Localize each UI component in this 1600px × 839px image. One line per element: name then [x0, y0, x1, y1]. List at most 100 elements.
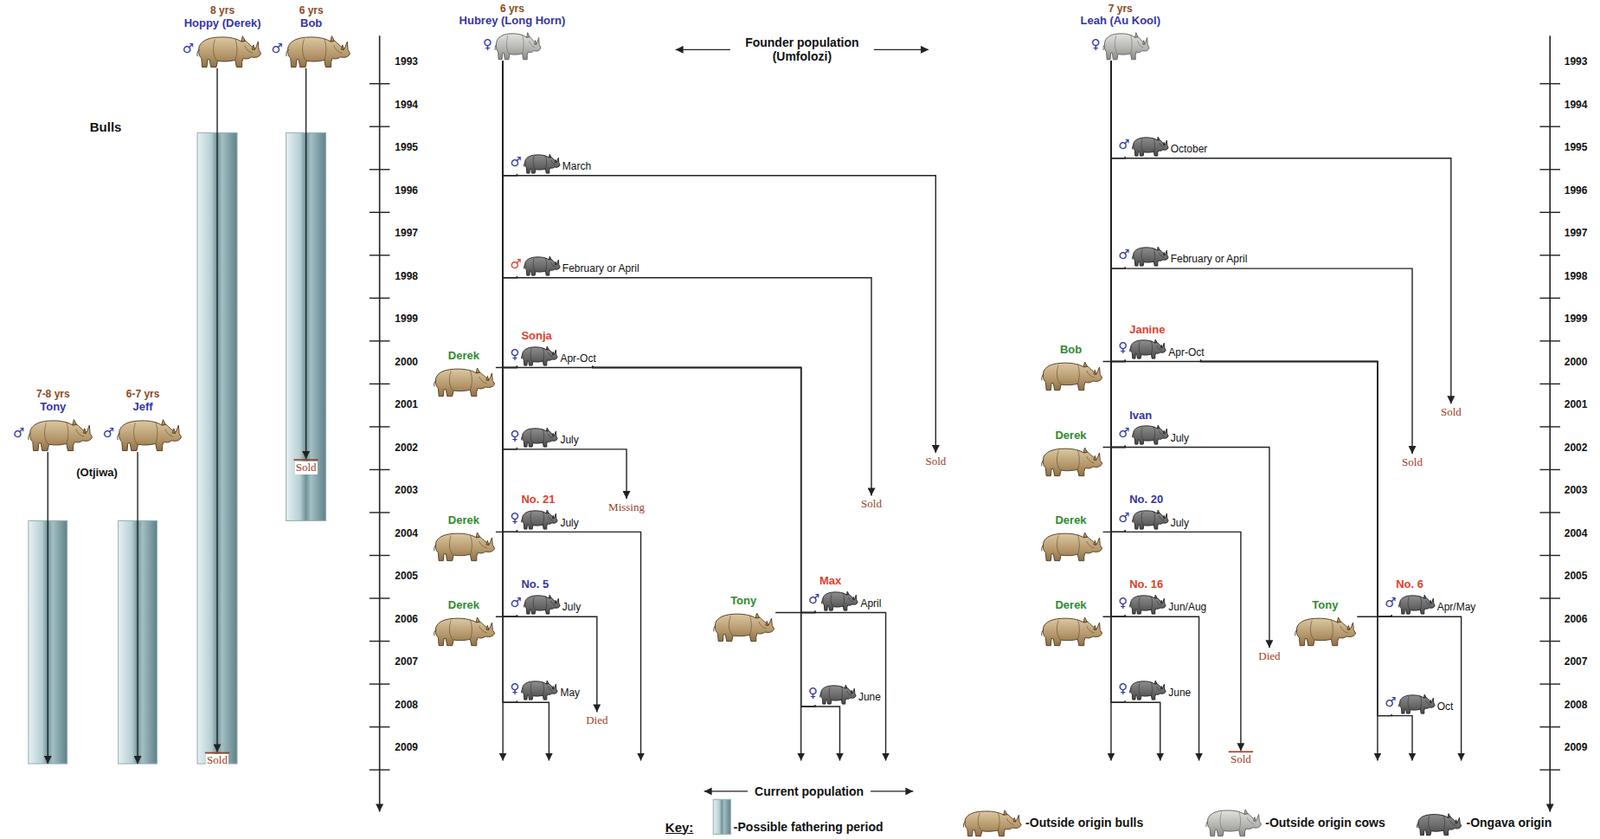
- rhino-picture: [431, 611, 496, 647]
- birth-month: April: [860, 597, 881, 611]
- axis-tick: [1539, 297, 1561, 299]
- calf-lifeline: [801, 612, 887, 761]
- calf-lifeline: [1377, 715, 1413, 761]
- sire-rhino: Derek: [1039, 598, 1104, 647]
- parent-link: [502, 60, 517, 450]
- calf-lifeline: [801, 706, 841, 760]
- parent-link: [1111, 60, 1125, 532]
- rhino-shape: [521, 427, 559, 447]
- rhino-name: Derek: [448, 514, 480, 527]
- rhino-name: Hubrey (Long Horn): [459, 14, 566, 28]
- sex-symbol: ♂: [1118, 511, 1130, 525]
- rhino-name: Tony: [730, 594, 757, 608]
- rhino-picture: [1101, 27, 1151, 61]
- birth-month: July: [1170, 517, 1189, 530]
- sire-rhino: Derek: [431, 598, 496, 647]
- rhino-name: Hoppy (Derek): [184, 17, 262, 31]
- rhino-name: Janine: [1129, 323, 1165, 337]
- birth-month: July: [562, 601, 581, 614]
- range-arrow: [873, 49, 929, 51]
- rhino-name: Ivan: [1129, 409, 1152, 423]
- parent-link: [1356, 614, 1392, 617]
- birth-month: May: [559, 687, 580, 700]
- time-axis: [379, 35, 381, 811]
- rhino-name: Sonja: [520, 329, 552, 343]
- calf-rhino: ♂ February or April: [509, 252, 639, 277]
- icon-row: [1039, 611, 1104, 647]
- icon-row: ♂April: [808, 587, 881, 611]
- calf-lifeline: [1111, 531, 1241, 751]
- rhino-picture: [520, 342, 559, 367]
- rhino-picture: [1128, 335, 1167, 360]
- icon-row: ♀Apr-Oct: [1118, 335, 1204, 360]
- icon-row: [1292, 611, 1357, 647]
- axis-tick: [369, 126, 391, 128]
- year-label: 2001: [1564, 398, 1588, 412]
- rhino-name: Leah (Au Kool): [1080, 14, 1161, 28]
- icon-row: ♂February or April: [1118, 243, 1247, 267]
- birth-month: February or April: [562, 263, 640, 276]
- year-label: 2000: [394, 356, 418, 369]
- axis-tick: [369, 254, 391, 256]
- rhino-shape: [434, 616, 495, 646]
- axis-tick: [369, 469, 391, 470]
- parent-link: [495, 366, 518, 368]
- rhino-name: No. 21: [520, 493, 555, 507]
- rhino-shape: [822, 591, 859, 611]
- rhino-shape: [1398, 693, 1435, 714]
- fate-label: Missing: [607, 501, 646, 515]
- year-label: 2008: [1564, 699, 1588, 712]
- calf-rhino: ♀June: [808, 681, 881, 705]
- year-label: 1999: [394, 313, 418, 326]
- rhino-shape: [1130, 594, 1167, 614]
- sex-symbol: ♂: [509, 257, 521, 271]
- calf-lifeline: [502, 175, 936, 453]
- rhino-picture: [522, 252, 561, 277]
- year-label: 2009: [394, 741, 418, 754]
- axis-tick: [1539, 126, 1561, 128]
- calf-rhino: Max♂April: [808, 574, 881, 611]
- bull-founder: 6 yrsBob♂: [270, 5, 351, 69]
- fate-label: Died: [584, 713, 609, 727]
- calf-lifeline: [1111, 701, 1161, 760]
- sex-symbol: ♀: [509, 511, 520, 525]
- cow-founder: 7 yrsLeah (Au Kool)♀: [1080, 3, 1161, 62]
- birth-month: June: [1168, 687, 1191, 700]
- axis-tick: [1539, 340, 1561, 341]
- year-label: 2002: [394, 442, 418, 455]
- axis-tick: [369, 768, 391, 770]
- key-heading: Key:: [665, 819, 694, 835]
- legend-text: -Possible fathering period: [733, 819, 884, 834]
- population-heading: Founder population (Umfolozi): [737, 35, 868, 64]
- rhino-name: Derek: [1054, 598, 1086, 612]
- icon-row: ♂October: [1118, 133, 1208, 157]
- axis-tick: [369, 682, 391, 684]
- calf-rhino: No. 21♀July: [509, 493, 579, 530]
- rhino-name: No. 5: [520, 578, 549, 592]
- axis-tick: [1539, 254, 1561, 256]
- year-label: 2005: [394, 570, 418, 583]
- year-label: 2007: [1564, 655, 1588, 669]
- rhino-shape: [1040, 616, 1102, 646]
- icon-row: ♀June: [808, 681, 881, 705]
- axis-tick: [369, 297, 391, 299]
- age-label: 6 yrs: [500, 3, 525, 16]
- axis-tick: [1539, 83, 1561, 84]
- axis-tick: [369, 168, 391, 170]
- rhino-shape: [1040, 532, 1102, 561]
- icon-row: ♀Jun/Aug: [1118, 591, 1207, 615]
- parent-link: [775, 610, 816, 613]
- rhino-picture: [1128, 591, 1167, 615]
- rhino-picture: [431, 362, 496, 398]
- rhino-picture: [431, 526, 496, 562]
- icon-row: ♂Apr/May: [1384, 591, 1476, 615]
- parent-link: [1103, 444, 1126, 447]
- age-label: 8 yrs: [210, 5, 235, 18]
- calf-lifeline: [502, 449, 627, 499]
- sex-symbol: ♂: [1118, 426, 1130, 440]
- bull-lifeline: [47, 451, 49, 764]
- icon-row: ♀: [482, 27, 542, 61]
- calf-rhino: ♂October: [1118, 133, 1208, 157]
- year-label: 2009: [1564, 741, 1588, 754]
- parent-link: [1201, 359, 1393, 617]
